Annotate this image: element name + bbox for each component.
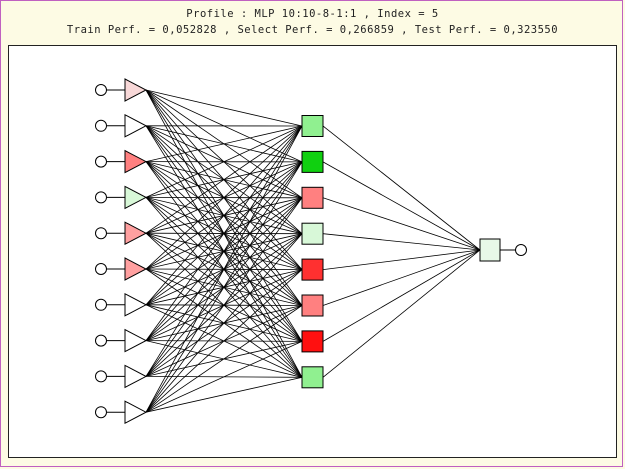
- input-node-circle: [95, 334, 107, 347]
- connection-line: [145, 125, 303, 413]
- hidden-unit-square: [301, 366, 324, 389]
- input-unit-triangle: [124, 292, 148, 317]
- input-unit-triangle: [124, 221, 148, 246]
- input-node-circle: [95, 263, 107, 275]
- input-node-circle: [95, 191, 107, 204]
- connection-line: [322, 125, 481, 251]
- connection-line: [145, 125, 303, 234]
- input-node-circle: [95, 84, 107, 96]
- connection-line: [145, 125, 303, 377]
- connection-line: [322, 233, 481, 251]
- input-node-circle: [95, 227, 107, 240]
- input-node-circle: [95, 298, 107, 311]
- connection-line: [145, 125, 303, 198]
- connection-line: [145, 197, 303, 413]
- output-node-circle: [515, 244, 527, 256]
- connection-line: [322, 197, 481, 251]
- hidden-unit-square: [301, 186, 324, 209]
- connection-line: [322, 249, 481, 378]
- input-unit-triangle: [124, 364, 148, 389]
- connection-line: [322, 249, 481, 270]
- output-unit-square: [479, 238, 501, 262]
- connection-line: [145, 341, 303, 413]
- hidden-unit-square: [301, 222, 324, 245]
- connection-line: [145, 233, 303, 413]
- input-unit-triangle: [124, 400, 148, 425]
- connection-line: [145, 161, 303, 413]
- hidden-unit-square: [301, 115, 324, 137]
- input-node-circle: [95, 119, 107, 132]
- connection-line: [322, 249, 481, 306]
- input-unit-triangle: [124, 328, 148, 353]
- profile-title: Profile : MLP 10:10-8-1:1 , Index = 5: [186, 8, 439, 20]
- connection-line: [322, 249, 481, 342]
- input-node-circle: [95, 155, 107, 168]
- hidden-unit-square: [301, 258, 324, 281]
- input-unit-triangle: [124, 78, 148, 102]
- connection-line: [145, 269, 303, 413]
- performance-line: Train Perf. = 0,052828 , Select Perf. = …: [66, 24, 559, 36]
- connection-line: [322, 161, 481, 251]
- connection-line: [145, 125, 303, 270]
- connection-line: [145, 376, 303, 413]
- units: [95, 78, 527, 425]
- connections: [145, 89, 481, 413]
- connection-line: [145, 305, 303, 413]
- connection-line: [145, 89, 303, 127]
- input-unit-triangle: [124, 257, 148, 281]
- input-unit-triangle: [124, 113, 148, 138]
- connection-line: [145, 125, 303, 162]
- hidden-unit-square: [301, 330, 324, 353]
- hidden-unit-square: [301, 294, 324, 317]
- connection-line: [145, 125, 303, 306]
- input-unit-triangle: [124, 185, 148, 210]
- input-node-circle: [95, 406, 107, 419]
- hidden-unit-square: [301, 150, 324, 173]
- header: Profile : MLP 10:10-8-1:1 , Index = 5 Tr…: [0, 6, 625, 38]
- connection-line: [145, 125, 303, 341]
- input-unit-triangle: [124, 149, 148, 174]
- input-node-circle: [95, 370, 107, 383]
